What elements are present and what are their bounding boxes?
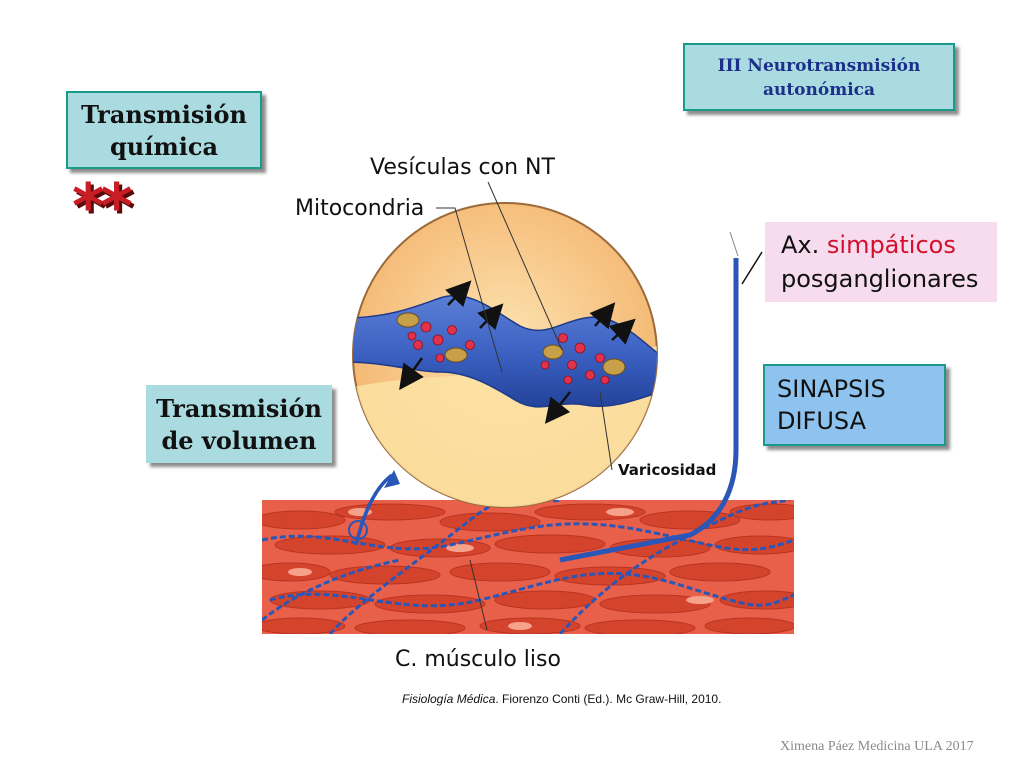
citation-rest: . Fiorenzo Conti (Ed.). Mc Graw-Hill, 20…: [495, 692, 722, 706]
axon-prefix: Ax.: [781, 231, 820, 259]
diffuse-synapse-box: SINAPSIS DIFUSA: [763, 364, 946, 446]
sinapsis-line2: DIFUSA: [777, 407, 867, 435]
section-title-line1: III Neurotransmisión: [717, 56, 921, 76]
vesicles-label: Vesículas con NT: [370, 155, 555, 180]
mitochondria-label: Mitocondria: [295, 196, 425, 221]
volume-line2: de volumen: [161, 426, 317, 455]
emphasis-stars: **: [72, 170, 133, 243]
citation: Fisiología Médica. Fiorenzo Conti (Ed.).…: [402, 692, 721, 706]
varicosity-label: Varicosidad: [618, 461, 717, 479]
volume-line1: Transmisión: [156, 394, 322, 423]
volume-transmission-box: Transmisión de volumen: [146, 385, 332, 463]
axon-highlight: simpáticos: [826, 231, 956, 259]
footer-credit: Ximena Páez Medicina ULA 2017: [780, 739, 974, 754]
sympathetic-axon: [559, 258, 739, 563]
citation-title: Fisiología Médica: [402, 692, 496, 706]
chemical-transmission-box: Transmisión química: [66, 91, 262, 169]
smooth-muscle-tissue: [262, 500, 794, 634]
axon-line2: posganglionares: [781, 265, 979, 293]
sympathetic-axon-box: Ax. simpáticos posganglionares: [765, 222, 997, 302]
axon-line1: Ax. simpáticos: [781, 228, 997, 262]
section-title-box: III Neurotransmisión autonómica: [683, 43, 955, 111]
magnified-varicosity: [352, 202, 658, 508]
zoom-pointer-arrow: [354, 473, 394, 546]
chemical-line1: Transmisión: [81, 100, 247, 129]
chemical-line2: química: [109, 132, 219, 161]
sinapsis-line1: SINAPSIS: [777, 375, 886, 403]
section-title-line2: autonómica: [762, 80, 876, 100]
smooth-muscle-label: C. músculo liso: [395, 647, 561, 672]
